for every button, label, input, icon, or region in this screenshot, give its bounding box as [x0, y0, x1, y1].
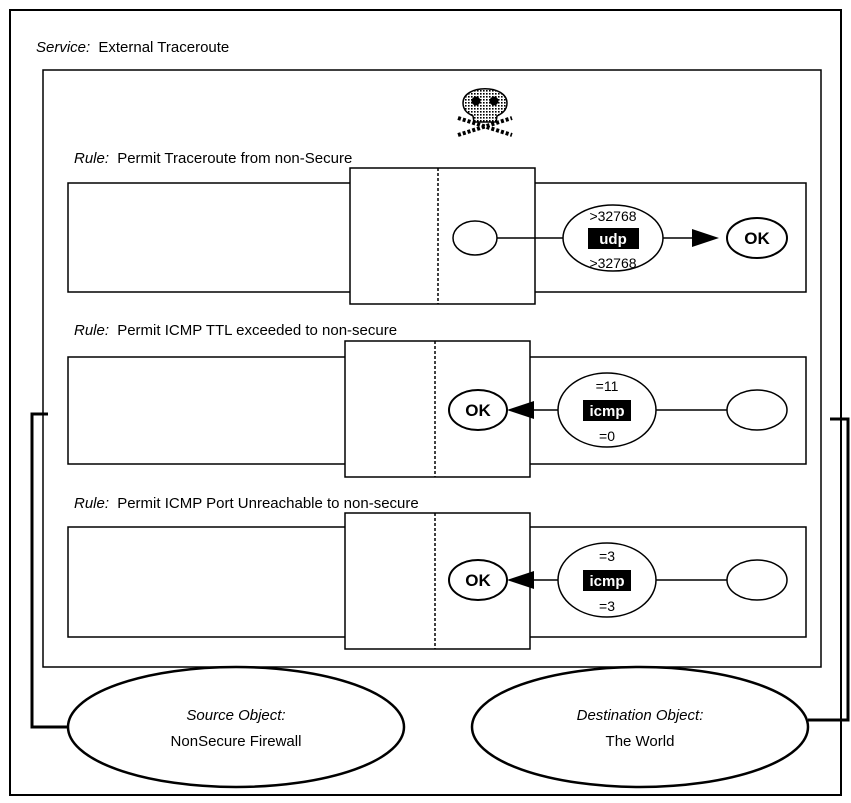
destination-object-prefix: Destination Object:	[577, 707, 704, 724]
rule-2-name: Permit ICMP TTL exceeded to non-secure	[117, 322, 397, 339]
rule-1-arrowhead	[692, 229, 719, 247]
rule-2-endpoint-node	[726, 389, 788, 431]
rule-3: =3 icmp =3 OK	[67, 512, 807, 650]
rule-1-firewall-box	[349, 167, 536, 305]
service-box	[42, 69, 822, 668]
outer-frame	[9, 9, 842, 796]
source-object-prefix: Source Object:	[186, 707, 285, 724]
rule-3-endpoint-node	[726, 559, 788, 601]
skull-crossbones-icon	[457, 88, 513, 137]
rule-1-name: Permit Traceroute from non-Secure	[117, 150, 352, 167]
source-object-name: NonSecure Firewall	[171, 733, 302, 750]
service-name: External Traceroute	[98, 39, 229, 56]
source-object-ellipse	[66, 665, 406, 789]
rule-3-arrowhead	[507, 571, 534, 589]
rule-2-arrowhead	[507, 401, 534, 419]
rule-3-title: Rule: Permit ICMP Port Unreachable to no…	[74, 495, 419, 512]
rule-3-protocol-box	[583, 570, 631, 591]
service-prefix: Service:	[36, 39, 90, 56]
rule-1-protocol: udp	[599, 231, 627, 248]
rule-1-port-top: >32768	[589, 208, 636, 224]
rule-2-prefix: Rule:	[74, 322, 109, 339]
rule-2-protocol: icmp	[589, 403, 624, 420]
destination-object-ellipse	[470, 665, 810, 789]
rule-3-port-bottom: =3	[599, 598, 615, 614]
rule-1-ok-label: OK	[744, 229, 770, 248]
rule-2-title: Rule: Permit ICMP TTL exceeded to non-se…	[74, 322, 397, 339]
rule-3-port-top: =3	[599, 548, 615, 564]
service-title: Service: External Traceroute	[36, 39, 229, 56]
destination-object-name: The World	[606, 733, 675, 750]
rule-3-prefix: Rule:	[74, 495, 109, 512]
rule-1: >32768 udp >32768 OK	[67, 167, 807, 305]
rule-2-protocol-box	[583, 400, 631, 421]
rule-2-port-top: =11	[596, 378, 619, 394]
rule-3-ok-label: OK	[465, 571, 491, 590]
rule-3-protocol: icmp	[589, 573, 624, 590]
rule-3-name: Permit ICMP Port Unreachable to non-secu…	[117, 495, 419, 512]
rule-1-protocol-box	[588, 228, 639, 249]
destination-connector	[808, 417, 850, 722]
rule-2: =11 icmp =0 OK	[67, 340, 807, 478]
rule-1-endpoint-node	[452, 220, 498, 256]
source-connector	[30, 412, 70, 729]
rule-1-port-bottom: >32768	[589, 255, 636, 271]
rule-2-port-bottom: =0	[599, 428, 615, 444]
rule-1-prefix: Rule:	[74, 150, 109, 167]
rule-1-ok-node	[726, 217, 788, 259]
rule-1-title: Rule: Permit Traceroute from non-Secure	[74, 150, 352, 167]
rule-2-ok-label: OK	[465, 401, 491, 420]
